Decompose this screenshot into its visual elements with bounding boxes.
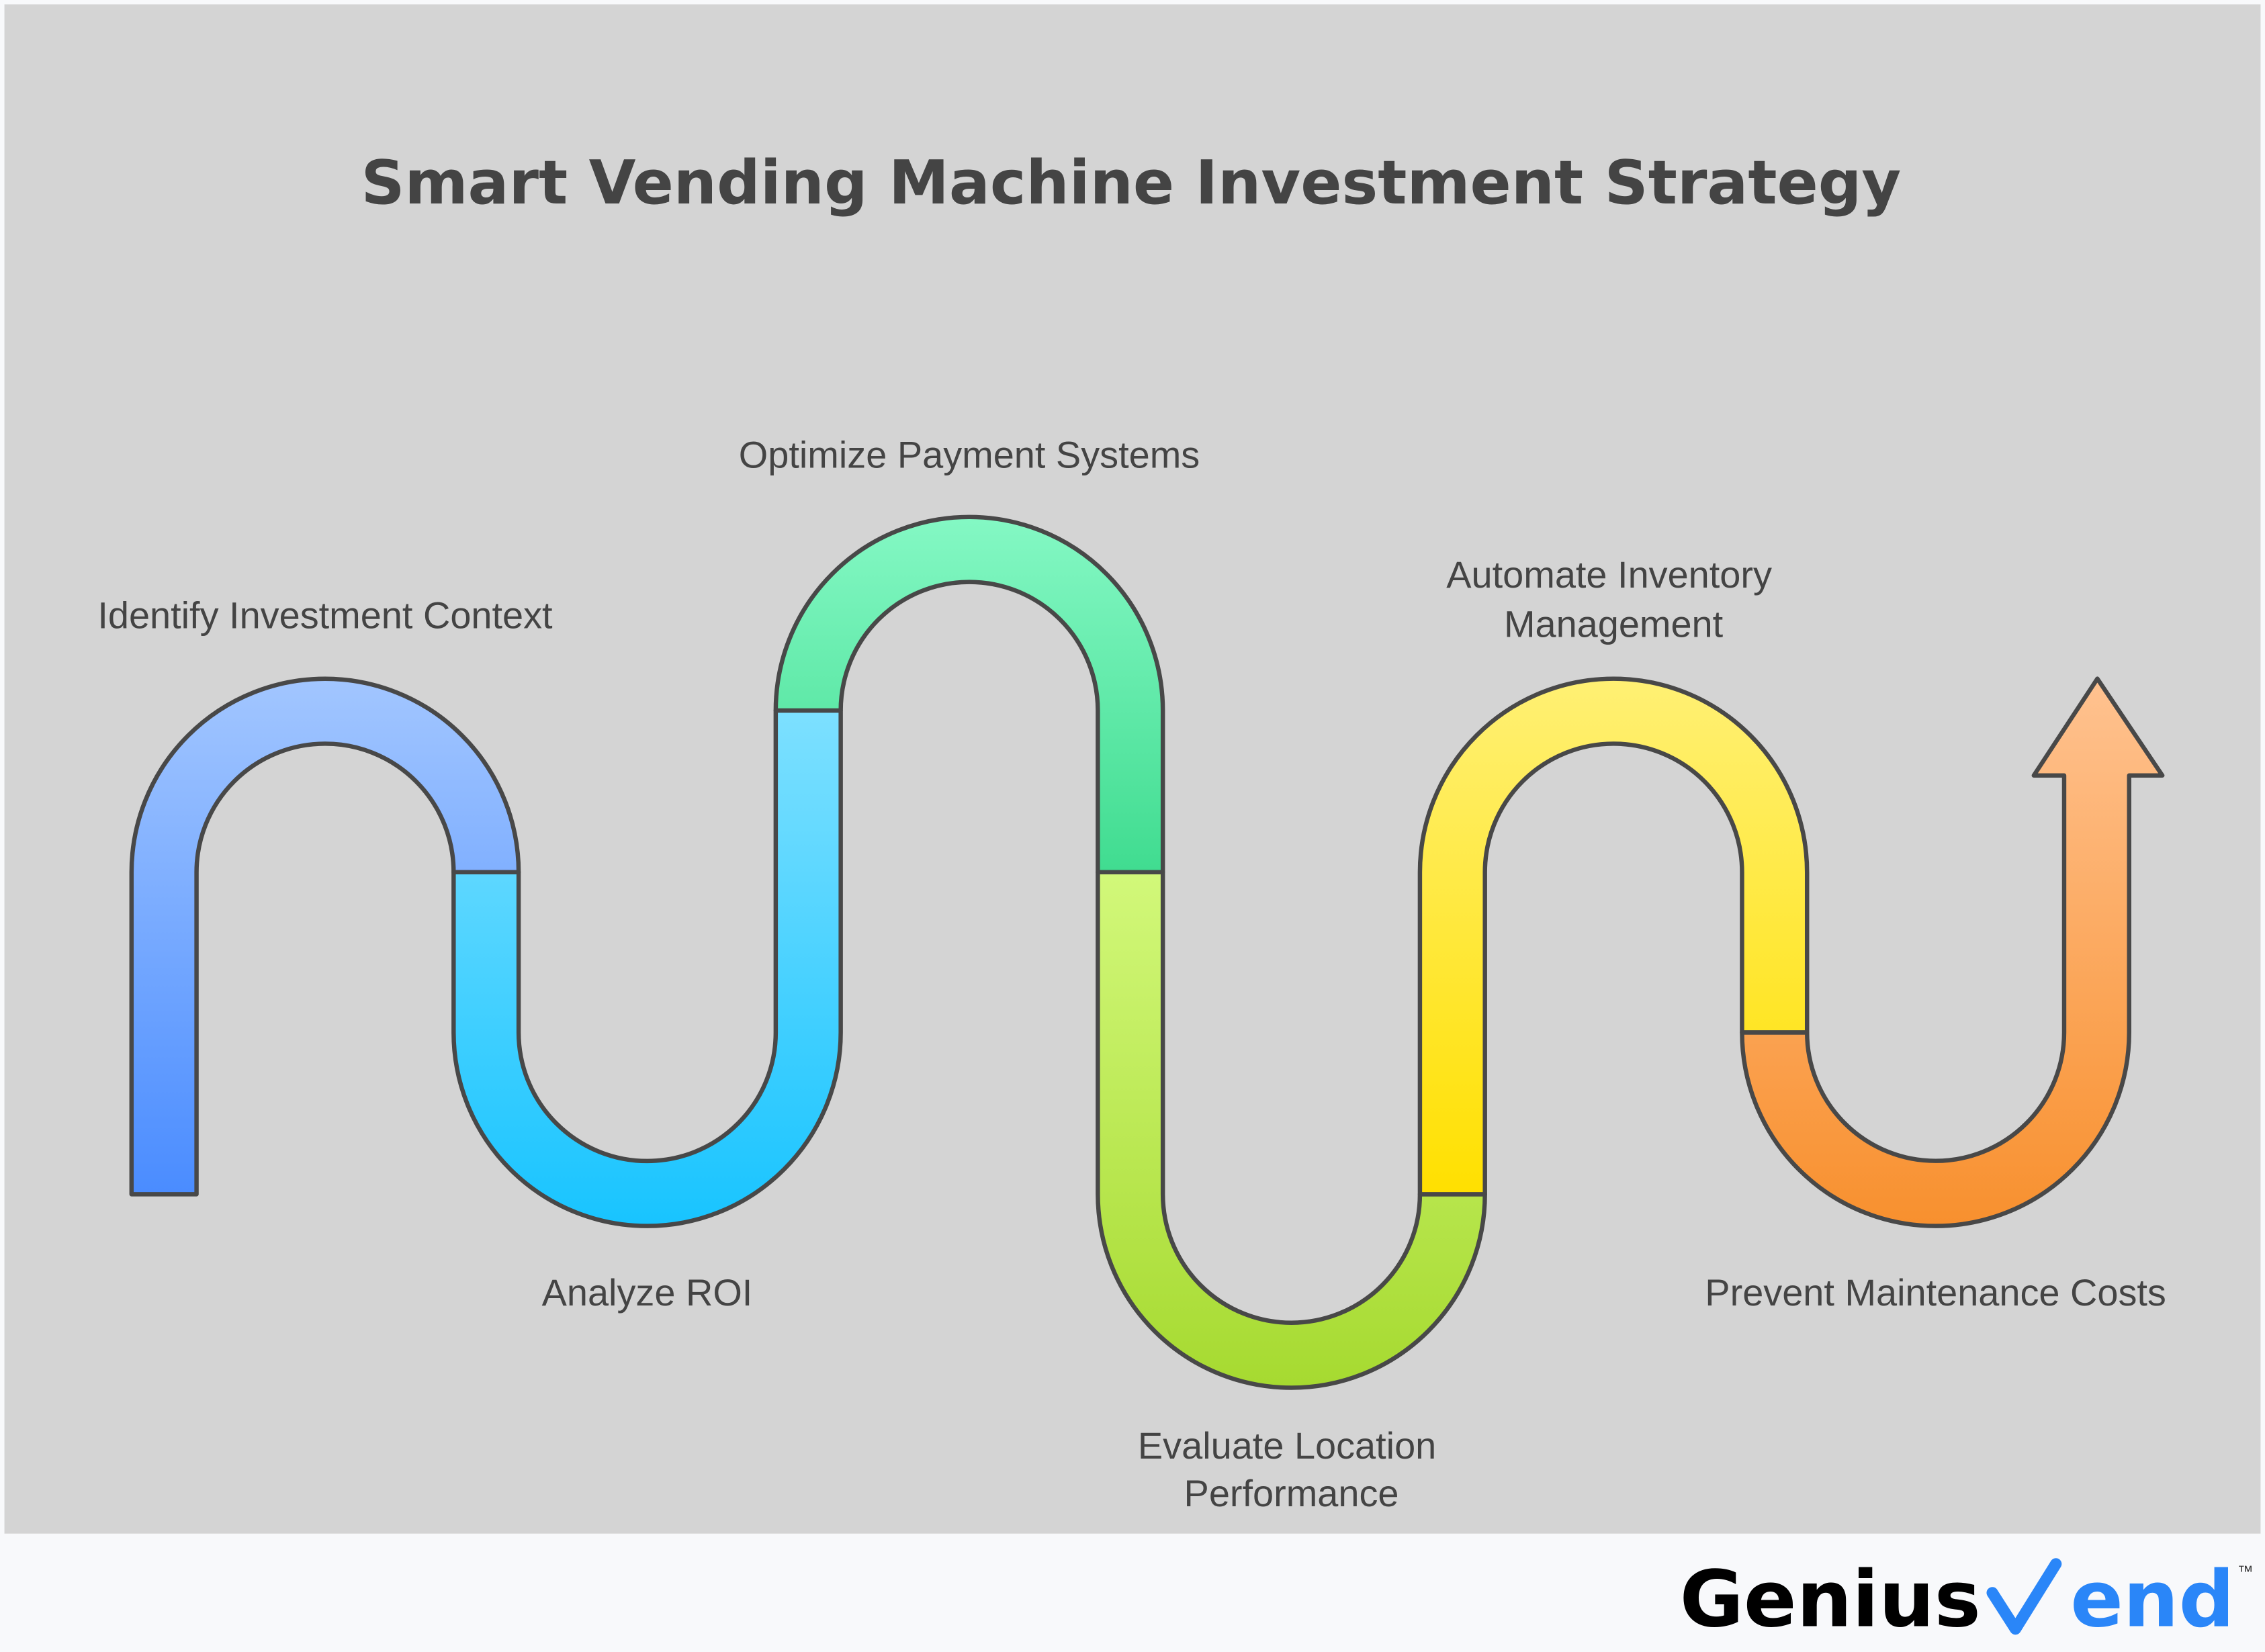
step-label-2: Analyze ROI — [542, 1271, 753, 1314]
diagram-title: Smart Vending Machine Investment Strateg… — [361, 148, 1901, 218]
logo-text-genius: Genius — [1680, 1554, 1981, 1645]
path-segment-1 — [129, 676, 521, 1197]
step-label-5-line2: Management — [1504, 602, 1724, 645]
logo-text-end: end — [2070, 1554, 2235, 1645]
footer-background — [0, 1534, 2265, 1652]
path-segment-5 — [1417, 676, 1810, 1197]
step-label-4-line2: Performance — [1184, 1472, 1399, 1514]
path-segment-6-arrow — [1740, 676, 2165, 1228]
step-label-6: Prevent Maintenance Costs — [1705, 1271, 2166, 1314]
logo-trademark: ™ — [2237, 1563, 2254, 1581]
path-segment-2 — [451, 708, 843, 1228]
path-segment-3 — [773, 514, 1165, 875]
checkmark-icon — [1986, 1558, 2062, 1635]
geniusvend-logo: Genius end ™ — [1680, 1554, 2254, 1645]
step-label-3: Optimize Payment Systems — [739, 434, 1200, 476]
step-label-4-line1: Evaluate Location — [1138, 1424, 1436, 1467]
path-segment-4 — [1096, 870, 1487, 1390]
step-label-1: Identify Investment Context — [97, 594, 553, 636]
step-label-5-line1: Automate Inventory — [1446, 553, 1772, 596]
